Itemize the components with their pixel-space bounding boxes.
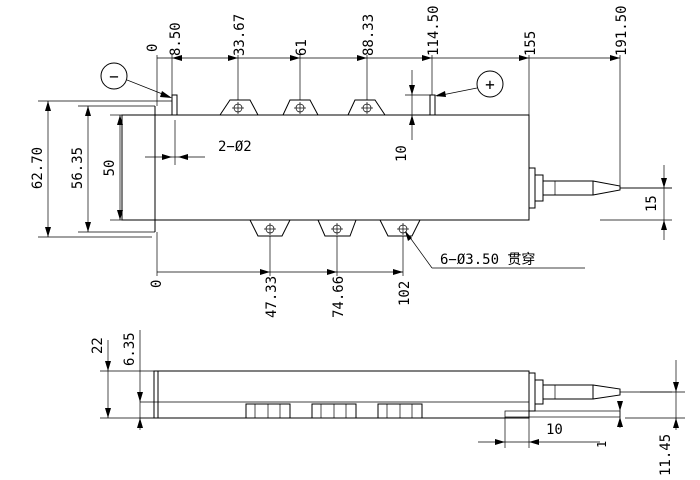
side-view-feet [245,403,423,419]
dim-top-33-67: 33.67 [232,14,248,56]
side-right-dimensions: 10 1 11.45 [478,360,685,476]
dim-bottom-0: 0 [149,280,165,288]
hole-label: 2−Ø2 [218,139,252,155]
mount-hole-label: 6−Ø3.50 贯穿 [440,252,535,268]
dim-10-side: 10 [546,422,563,438]
bottom-dimensions: 0 47.33 74.66 102 [149,232,413,318]
positive-terminal [429,94,436,116]
negative-sign: − [109,67,119,86]
dim-11-45: 11.45 [658,434,674,476]
dim-22: 22 [90,337,106,354]
positive-marker: + [435,70,504,98]
dim-top-88-33: 88.33 [361,14,377,56]
dim-56-35: 56.35 [70,147,86,189]
dim-10-terminal: 10 [394,145,410,162]
hole-annotation: 2−Ø2 [145,120,252,165]
side-view: 22 6.35 10 1 11.45 [90,330,685,476]
mount-hole-annotation: 6−Ø3.50 贯穿 [405,231,585,269]
fiber-offset-dim: 15 [600,165,672,240]
top-view: 62.70 56.35 50 0 8.50 33.67 61 [30,5,672,318]
side-left-dimensions: 22 6.35 [90,330,154,430]
dim-62-70: 62.70 [30,147,46,189]
dim-50: 50 [102,160,118,177]
dim-1: 1 [595,441,609,448]
side-fiber-connector [504,372,672,418]
top-mounting-tabs [219,99,386,116]
top-dimensions: 0 8.50 33.67 61 88.33 114.50 155 191.50 [145,5,630,186]
bottom-mounting-tabs [249,219,421,237]
side-view-body [153,370,530,419]
positive-sign: + [485,75,495,94]
dim-6-35: 6.35 [122,332,138,366]
dim-top-191-50: 191.50 [614,5,630,56]
dim-top-114-50: 114.50 [426,5,442,56]
left-dimensions: 62.70 56.35 50 [30,100,172,238]
top-view-body [121,114,530,221]
dim-top-155: 155 [523,31,539,56]
dim-top-0: 0 [145,44,161,52]
dim-top-61: 61 [294,39,310,56]
negative-terminal [171,94,178,116]
dim-bottom-74-66: 74.66 [331,276,347,318]
dim-bottom-102: 102 [397,281,413,306]
negative-marker: − [100,62,172,98]
dim-top-8-50: 8.50 [168,22,184,56]
dim-15: 15 [644,195,660,212]
terminal-offset-dim: 10 [394,70,430,162]
dim-bottom-47-33: 47.33 [264,276,280,318]
